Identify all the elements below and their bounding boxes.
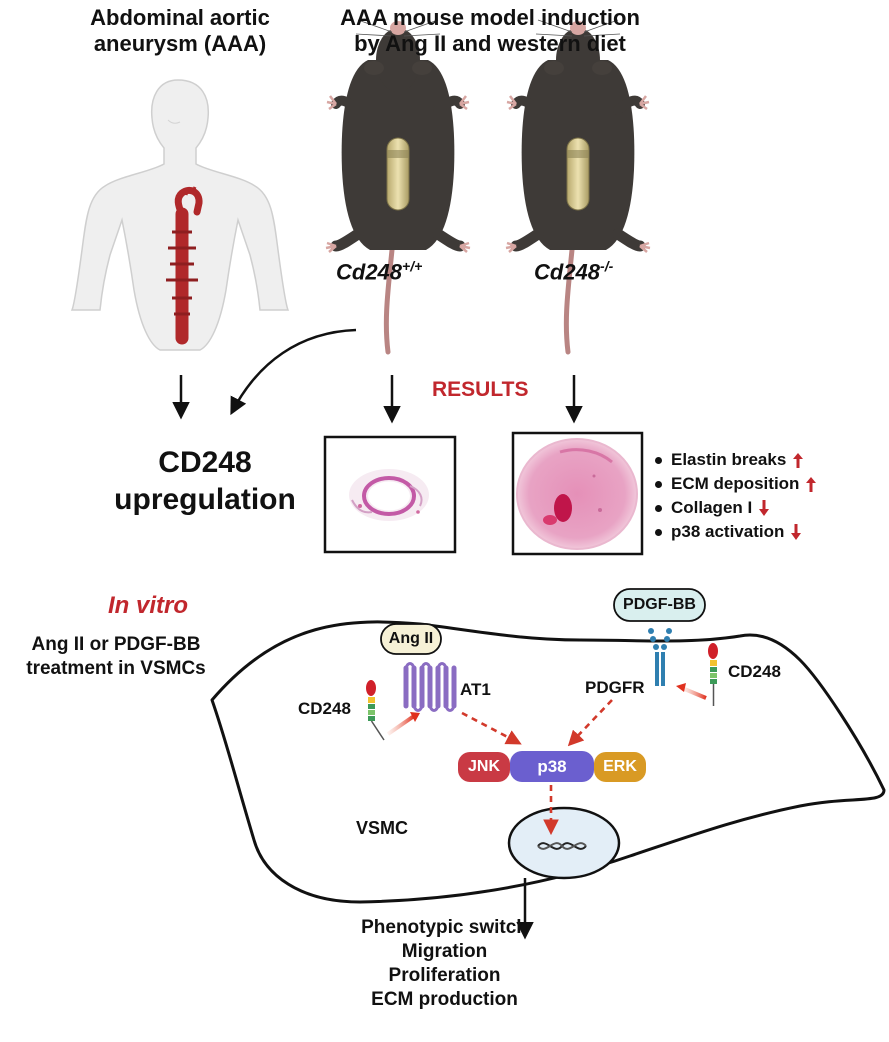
finding-item: Elastin breaks xyxy=(655,448,818,472)
outcomes-list: Phenotypic switch Migration Proliferatio… xyxy=(0,916,889,1012)
p38-pill xyxy=(510,751,594,782)
human-panel-title: Abdominal aortic aneurysm (AAA) xyxy=(50,5,310,57)
jnk-label: JNK xyxy=(467,758,500,775)
arrow-up-icon xyxy=(806,477,817,492)
aorta-icon xyxy=(166,186,203,345)
wt-gene: Cd248 xyxy=(336,259,403,285)
mouse-panel-title: AAA mouse model induction by Ang II and … xyxy=(310,5,670,57)
nucleus xyxy=(507,806,621,880)
genotype-knockout-label: Cd248-/- xyxy=(534,258,613,285)
at1-receptor-icon xyxy=(403,662,457,712)
mouse-title-line1: AAA mouse model induction xyxy=(340,5,640,30)
finding-text: Elastin breaks xyxy=(671,450,787,469)
histology-knockout xyxy=(511,431,644,556)
ang-ii-bubble xyxy=(380,623,442,655)
finding-item: p38 activation xyxy=(655,520,818,544)
arrow-down-icon xyxy=(759,500,770,516)
cd248-right-icon xyxy=(708,643,718,706)
cd248-left-label: CD248 xyxy=(298,699,351,718)
erk-pill xyxy=(594,752,646,782)
outcome-item: Proliferation xyxy=(388,965,501,986)
outcome-item: Phenotypic switch xyxy=(361,917,528,938)
upregulation-line1: CD248 xyxy=(158,446,252,479)
histology-wildtype xyxy=(323,435,457,554)
upregulation-label: CD248 upregulation xyxy=(95,444,315,518)
genotype-wildtype-label: Cd248+/+ xyxy=(336,258,422,285)
arrow-down-icon xyxy=(791,524,802,540)
arrow-up-icon xyxy=(793,453,804,468)
in-vitro-line2: treatment in VSMCs xyxy=(26,658,206,679)
in-vitro-line1: Ang II or PDGF-BB xyxy=(31,634,201,655)
ang-ii-label: Ang II xyxy=(388,630,434,647)
erk-label: ERK xyxy=(603,758,637,775)
results-label: RESULTS xyxy=(432,378,529,401)
p38-label: p38 xyxy=(537,757,567,776)
osmotic-pump-icon xyxy=(386,137,410,211)
arrow-curved-to-upregulation xyxy=(230,328,357,416)
finding-text: p38 activation xyxy=(671,522,785,541)
human-title-line2: aneurysm (AAA) xyxy=(93,31,267,56)
finding-text: Collagen I xyxy=(671,498,753,517)
human-title-line1: Abdominal aortic xyxy=(90,5,270,30)
osmotic-pump-icon xyxy=(566,137,590,211)
in-vitro-description: Ang II or PDGF-BB treatment in VSMCs xyxy=(0,633,232,681)
in-vitro-heading: In vitro xyxy=(108,592,189,619)
findings-list: Elastin breaks ECM deposition Collagen I… xyxy=(655,448,818,544)
ko-genotype: -/- xyxy=(600,258,614,274)
outcome-item: ECM production xyxy=(371,989,518,1010)
dna-helix-icon xyxy=(537,842,587,850)
mouse-title-line2: by Ang II and western diet xyxy=(354,31,626,56)
pdgf-bb-bubble xyxy=(613,588,706,622)
mouse-icon-wildtype xyxy=(325,19,471,355)
activation-arrow-left xyxy=(386,714,416,736)
vsmc-label: VSMC xyxy=(356,818,409,838)
ko-gene: Cd248 xyxy=(534,259,601,285)
finding-item: ECM deposition xyxy=(655,472,818,496)
pdgfr-label: PDGFR xyxy=(585,678,645,697)
mouse-icon-knockout xyxy=(505,19,651,355)
finding-item: Collagen I xyxy=(655,496,818,520)
upregulation-line2: upregulation xyxy=(114,483,296,516)
activation-arrow-right xyxy=(681,686,707,700)
pdgf-bb-label: PDGF-BB xyxy=(623,596,696,613)
jnk-pill xyxy=(458,752,510,782)
wt-genotype: +/+ xyxy=(402,258,423,274)
at1-label: AT1 xyxy=(460,680,491,699)
pdgfr-receptor-icon xyxy=(648,628,672,686)
cd248-right-label: CD248 xyxy=(728,662,781,681)
finding-text: ECM deposition xyxy=(671,474,800,493)
cd248-left-icon xyxy=(366,680,385,741)
outcome-item: Migration xyxy=(401,941,488,962)
